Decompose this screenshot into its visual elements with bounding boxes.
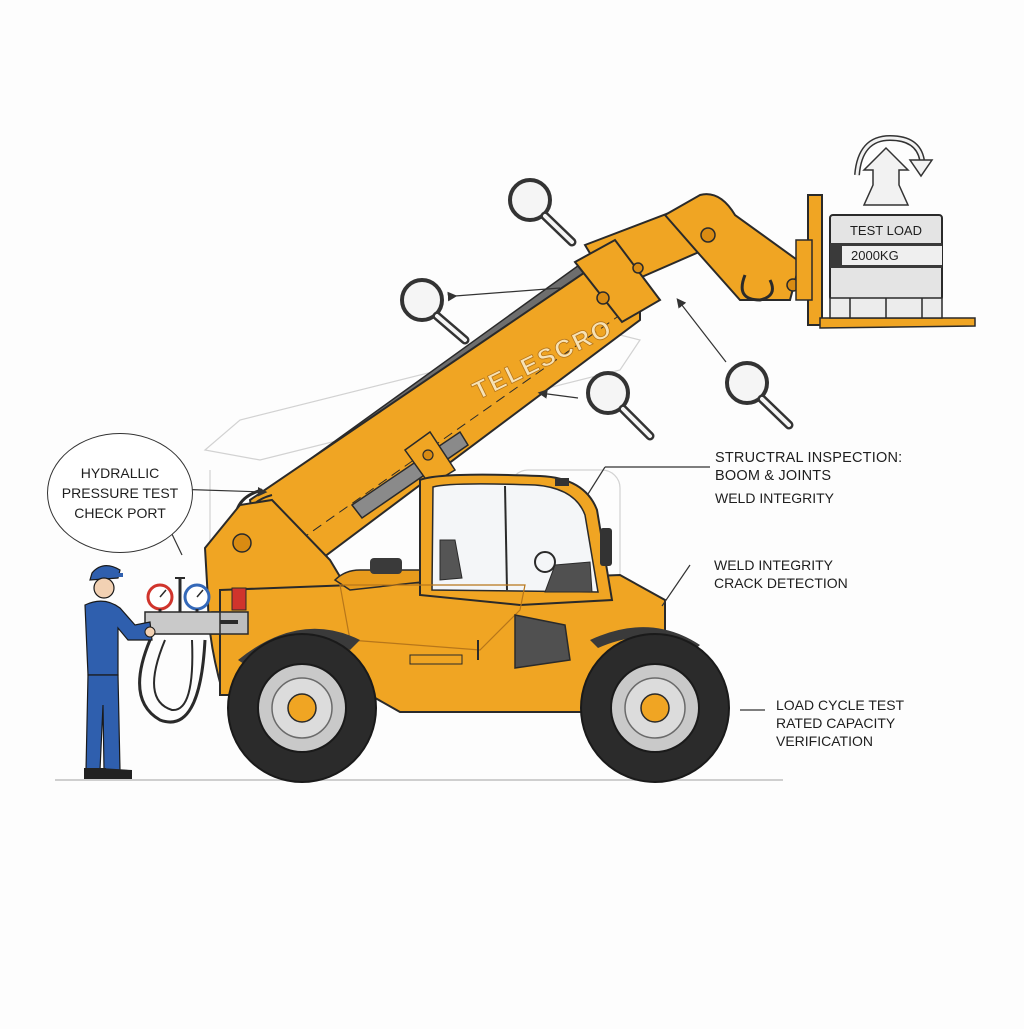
gauge-manifold (138, 577, 238, 724)
callout-line: BOOM & JOINTS (715, 468, 832, 484)
callout-line: WELD INTEGRITY (715, 490, 835, 506)
callout-structural-inspection: STRUCTRAL INSPECTION: BOOM & JOINTS WELD… (715, 449, 902, 507)
pressure-gauge-icon (146, 583, 174, 612)
rotate-arrow-icon (854, 134, 934, 178)
callout-line: CRACK DETECTION (714, 575, 848, 591)
rear-wheel (227, 633, 377, 783)
front-wheel (580, 633, 730, 783)
technician-figure (84, 565, 156, 779)
magnifier-icon (725, 361, 794, 430)
telescopic-boom (234, 193, 802, 572)
up-arrow-icon (862, 146, 910, 206)
test-load-weight: 2000KG (851, 248, 899, 263)
magnifier-icon (400, 278, 470, 345)
pressure-gauge-icon (183, 583, 211, 612)
callout-line: WELD INTEGRITY (714, 557, 834, 573)
callout-line: STRUCTRAL INSPECTION: (715, 450, 903, 466)
test-load-block (829, 214, 943, 319)
fork-carriage (795, 194, 976, 329)
callout-line: LOAD CYCLE TEST (776, 697, 905, 713)
callout-line: RATED CAPACITY (776, 715, 896, 731)
callout-weld-integrity: WELD INTEGRITY CRACK DETECTION (714, 556, 848, 592)
test-load-title: TEST LOAD (850, 223, 922, 238)
callout-line: HYDRALLIC (80, 465, 160, 481)
magnifier-icon (586, 371, 655, 441)
callout-hydraulic-pressure-test: HYDRALLIC PRESSURE TEST CHECK PORT (47, 433, 193, 553)
callout-load-cycle-test: LOAD CYCLE TEST RATED CAPACITY VERIFICAT… (776, 696, 904, 750)
magnifier-icon (508, 178, 577, 247)
callout-line: VERIFICATION (776, 733, 873, 749)
callout-line: PRESSURE TEST (61, 485, 179, 501)
callout-line: CHECK PORT (74, 505, 166, 521)
leader-lines (169, 287, 765, 711)
